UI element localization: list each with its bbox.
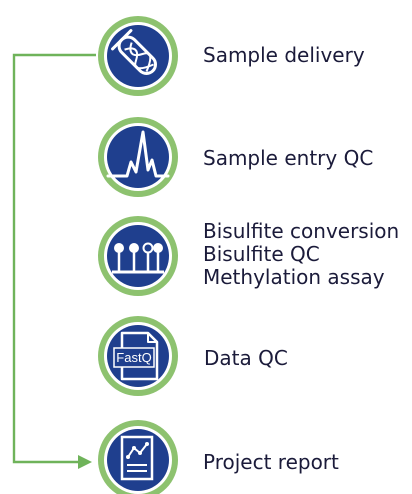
- step-3-label-group: Bisulfite conversion Bisulfite QC Methyl…: [203, 220, 399, 289]
- feedback-connector: [12, 53, 96, 469]
- methylation-pins-icon: [112, 242, 164, 274]
- step-5-label: Project report: [203, 450, 339, 474]
- step-2-node: [98, 117, 178, 197]
- step-3-label-line-2: Bisulfite QC: [203, 242, 320, 266]
- step-3-label-line-3: Methylation assay: [203, 265, 385, 289]
- fastq-file-icon: FastQ: [113, 331, 159, 381]
- test-tube-dna-icon: [111, 29, 157, 75]
- chromatogram-peak-icon: [106, 130, 170, 178]
- step-1-node: [98, 16, 178, 96]
- step-5-node: [98, 420, 178, 494]
- connector-arrowhead: [78, 455, 92, 469]
- step-4-label: Data QC: [204, 346, 288, 370]
- step-3-node: [98, 216, 178, 296]
- step-2-label: Sample entry QC: [203, 146, 374, 170]
- report-document-icon: [120, 435, 154, 481]
- step-4-node: FastQ: [98, 316, 178, 396]
- step-3-label-line-1: Bisulfite conversion: [203, 219, 400, 243]
- step-1-label: Sample delivery: [203, 43, 365, 67]
- fastq-icon-text: FastQ: [116, 350, 151, 365]
